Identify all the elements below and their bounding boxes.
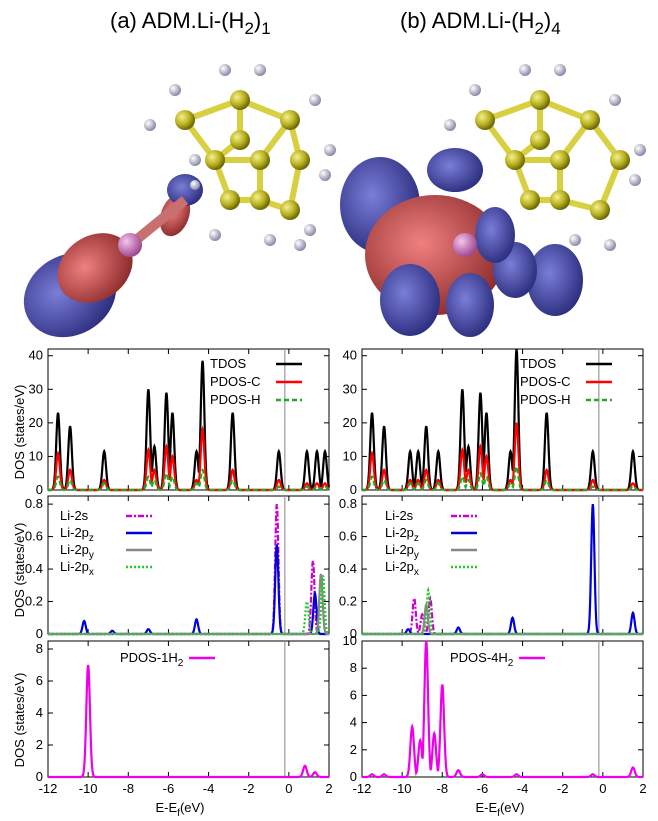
ytick-label: 0 (350, 626, 357, 641)
ytick-label: 30 (343, 381, 357, 396)
xlabel-a: E-Ef(eV) (155, 800, 204, 819)
ytick-label: 0.8 (25, 496, 43, 511)
ytick-label: 0 (36, 482, 43, 497)
ytick-label: 6 (36, 673, 43, 688)
ytick-label: 20 (343, 415, 357, 430)
series-pdos-h (48, 468, 330, 492)
xtick-label: 0 (599, 781, 606, 796)
xtick-label: -10 (393, 781, 412, 796)
legend-label: PDOS-C (520, 374, 571, 389)
series-pdos-1h2 (48, 664, 329, 779)
ytick-label: 6 (350, 687, 357, 702)
xtick-label: -6 (163, 781, 175, 796)
ytick-label: 20 (29, 415, 43, 430)
xtick-label: 2 (639, 781, 646, 796)
series-li-2py (362, 602, 643, 636)
legend-label: PDOS-H (520, 392, 571, 407)
ytick-label: 0.8 (339, 496, 357, 511)
legend-label: PDOS-C (210, 374, 261, 389)
xtick-label: -6 (477, 781, 489, 796)
ytick-label: 2 (36, 737, 43, 752)
series-pdos-h (362, 464, 643, 492)
ytick-label: 4 (36, 705, 43, 720)
ytick-label: 0 (36, 626, 43, 641)
xlabel-b: E-Ef(eV) (475, 800, 524, 819)
molecule-illustration-b (340, 64, 646, 337)
legend-label: Li-2px (60, 559, 94, 578)
xtick-label: 2 (325, 781, 332, 796)
xtick-label: -12 (353, 781, 372, 796)
xtick-label: -12 (39, 781, 58, 796)
ytick-label: 40 (29, 348, 43, 363)
legend-label: TDOS (210, 356, 246, 371)
panel-title-a: (a) ADM.Li-(H2)1 (110, 8, 271, 38)
ylabel-a-h2: DOS (states/eV) (12, 673, 27, 768)
xtick-label: -10 (79, 781, 98, 796)
ytick-label: 8 (350, 660, 357, 675)
series-pdos-4h2 (362, 640, 643, 779)
ytick-label: 0 (350, 769, 357, 784)
ylabel-a-li: DOS (states/eV) (12, 523, 27, 618)
xtick-label: -2 (243, 781, 255, 796)
xtick-label: -4 (203, 781, 215, 796)
chart-a-h2: 0 2 4 6 8 -12 -10 -8 -6 -4 -2 0 2 PDOS-1H2 (36, 640, 333, 796)
ytick-label: 0.2 (25, 594, 43, 609)
legend-label: Li-2s (385, 508, 414, 523)
legend-label: Li-2pz (385, 525, 419, 544)
legend-label: Li-2s (60, 508, 89, 523)
plot-frame (47, 495, 330, 635)
ytick-label: 0.6 (339, 529, 357, 544)
legend-label: Li-2py (60, 542, 94, 561)
series-li-2px (362, 586, 643, 636)
ylabel-a-total: DOS (states/eV) (12, 385, 27, 480)
ytick-label: 0.4 (25, 561, 43, 576)
legend-label: Li-2px (385, 559, 419, 578)
ytick-label: 8 (36, 641, 43, 656)
ytick-label: 0 (350, 482, 357, 497)
ytick-label: 30 (29, 381, 43, 396)
legend-label: PDOS-1H2 (120, 650, 184, 669)
ytick-label: 4 (350, 715, 357, 730)
ytick-label: 2 (350, 742, 357, 757)
chart-b-h2: 0 2 4 6 8 10 -12 -10 -8 -6 -4 -2 0 2 PDOS-4H2 (343, 633, 647, 796)
series-li-2s (362, 595, 643, 636)
ytick-label: 0.4 (339, 561, 357, 576)
panel-title-b: (b) ADM.Li-(H2)4 (400, 8, 561, 38)
xtick-label: -8 (437, 781, 449, 796)
ytick-label: 10 (343, 448, 357, 463)
legend-label: PDOS-4H2 (450, 650, 514, 669)
molecule-illustration-a (23, 64, 336, 338)
series-li-2py (48, 573, 329, 636)
series-tdos (362, 348, 643, 492)
series-li-2px (48, 575, 330, 636)
ytick-label: 10 (29, 448, 43, 463)
xtick-label: -8 (123, 781, 135, 796)
legend-label: Li-2py (385, 542, 419, 561)
legend-label: TDOS (520, 356, 556, 371)
xtick-label: -4 (517, 781, 529, 796)
xtick-label: -2 (557, 781, 569, 796)
plot-frame (47, 348, 330, 491)
legend-label: Li-2pz (60, 525, 94, 544)
plot-frame (361, 348, 644, 491)
series-pdos-c (362, 422, 643, 492)
ytick-label: 0.2 (339, 594, 357, 609)
dos-charts: 010203040TDOSPDOS-CPDOS-H00.20.40.60.8Li… (25, 348, 647, 796)
ytick-label: 0.6 (25, 529, 43, 544)
xtick-label: 0 (285, 781, 292, 796)
series-tdos (48, 360, 331, 492)
ytick-label: 40 (343, 348, 357, 363)
ytick-label: 0 (36, 769, 43, 784)
legend-label: PDOS-H (210, 392, 261, 407)
series-pdos-c (48, 425, 330, 492)
ytick-label: 10 (343, 633, 357, 648)
